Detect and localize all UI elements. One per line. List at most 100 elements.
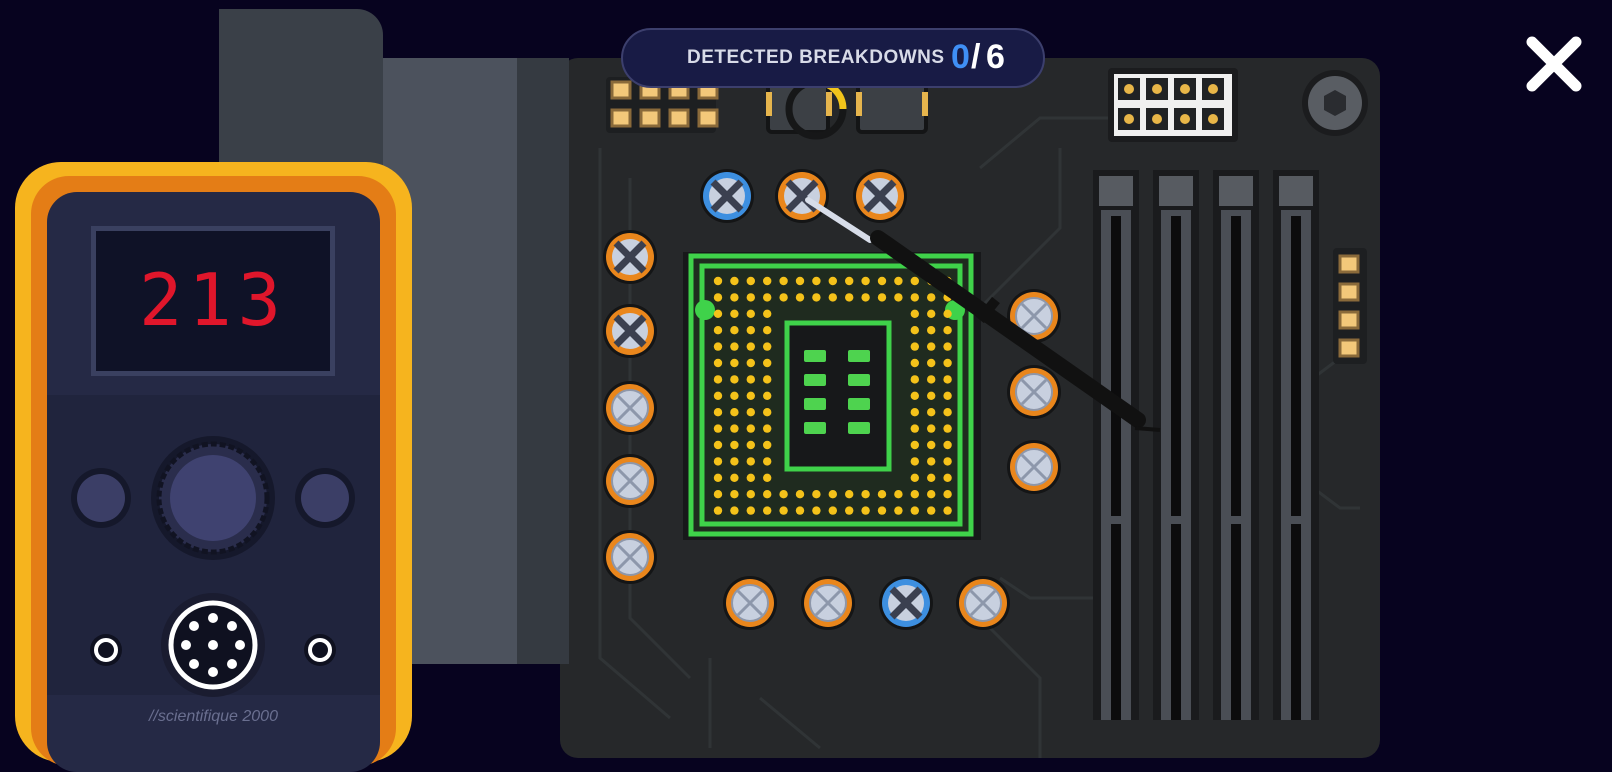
cpu-pin [746,424,755,433]
capacitor[interactable] [954,574,1012,632]
cpu-pin [746,375,755,384]
cpu-pin [730,473,739,482]
io-bracket-edge [517,58,569,664]
cpu-pin [943,408,952,417]
cpu-pin [730,424,739,433]
cpu-pin [910,293,919,302]
capacitor[interactable] [1005,438,1063,496]
cpu-pin [910,408,919,417]
cpu-pin [845,506,854,515]
cpu-pin [894,293,903,302]
cpu-pin [943,342,952,351]
capacitor[interactable] [601,528,659,586]
left-probe-jack [94,638,118,662]
close-button[interactable] [1524,34,1584,94]
cpu-pin [927,473,936,482]
capacitor[interactable] [601,452,659,510]
cpu-pin [730,391,739,400]
cpu-pin [713,375,723,384]
cpu-pin [713,457,723,466]
cpu-pin [927,490,936,499]
cpu-pin [894,506,903,515]
cpu-pin [927,506,936,515]
cpu-pin [927,309,936,318]
capacitor[interactable] [775,169,829,223]
cpu-pin [713,358,723,368]
cpu-pin [713,391,723,400]
cpu-pin [894,490,903,499]
capacitor[interactable] [721,574,779,632]
cpu-pin [746,391,755,400]
cpu-pin [730,375,739,384]
cpu-pin [845,276,854,286]
cpu-pin [763,490,772,499]
cpu-socket[interactable] [683,252,981,540]
breakdown-counter [621,28,1045,88]
cpu-pin [763,440,772,450]
multimeter-probe[interactable] [805,197,1161,432]
breakdown-found-count: 0 [951,38,970,76]
cpu-pin [763,276,772,286]
ram-slots [1093,170,1319,720]
cpu-pin [763,293,772,302]
cpu-pin [779,293,788,302]
cpu-pin [795,276,805,286]
cpu-pin [713,408,723,417]
cpu-pin [746,293,755,302]
rotary-dial[interactable] [170,455,256,541]
cpu-pin [927,342,936,351]
multimeter-display [91,226,335,376]
cpu-pin [763,342,772,351]
cpu-pin [861,293,870,302]
capacitor[interactable] [879,576,933,630]
board-components [0,68,1368,720]
side-pads [1333,248,1367,364]
capacitor[interactable] [799,574,857,632]
cpu-pin [795,293,805,302]
cpu-pin [927,358,936,368]
cpu-pin [828,506,837,515]
cpu-pin [943,457,952,466]
cpu-pin [746,309,755,318]
cpu-pin [746,358,755,368]
cpu-pin [943,473,952,482]
cpu-pin [910,473,919,482]
cpu-pin [943,440,952,450]
capacitor[interactable] [1005,363,1063,421]
cpu-pin [910,375,919,384]
cpu-pin [943,375,952,384]
breakdown-total-count: 6 [986,38,1005,76]
left-button[interactable] [77,474,125,522]
capacitor[interactable] [601,379,659,437]
cpu-pin [861,506,870,515]
cpu-pin [910,490,919,499]
cpu-pin [763,473,772,482]
cpu-pin [927,391,936,400]
right-probe-jack [308,638,332,662]
capacitor[interactable] [853,169,907,223]
right-button[interactable] [301,474,349,522]
cpu-pin [910,424,919,433]
cpu-pin [730,490,739,499]
cpu-pin [927,408,936,417]
cpu-pin [730,358,739,368]
cpu-pin [746,276,755,286]
capacitor[interactable] [603,230,657,284]
cpu-pin [713,440,723,450]
cpu-pin [713,424,723,433]
multimeter-controls [71,436,355,697]
cpu-pin [943,424,952,433]
cpu-pin [730,293,739,302]
cpu-pin [943,490,952,499]
cpu-pin [795,490,805,499]
cpu-pin [713,309,723,318]
cpu-pin [877,293,887,302]
cpu-pin [828,293,837,302]
cpu-pin [943,391,952,400]
cpu-pin [713,293,723,302]
cpu-pin [927,424,936,433]
cpu-pin [812,506,821,515]
capacitor[interactable] [700,169,754,223]
capacitor[interactable] [603,304,657,358]
cpu-pin [746,473,755,482]
